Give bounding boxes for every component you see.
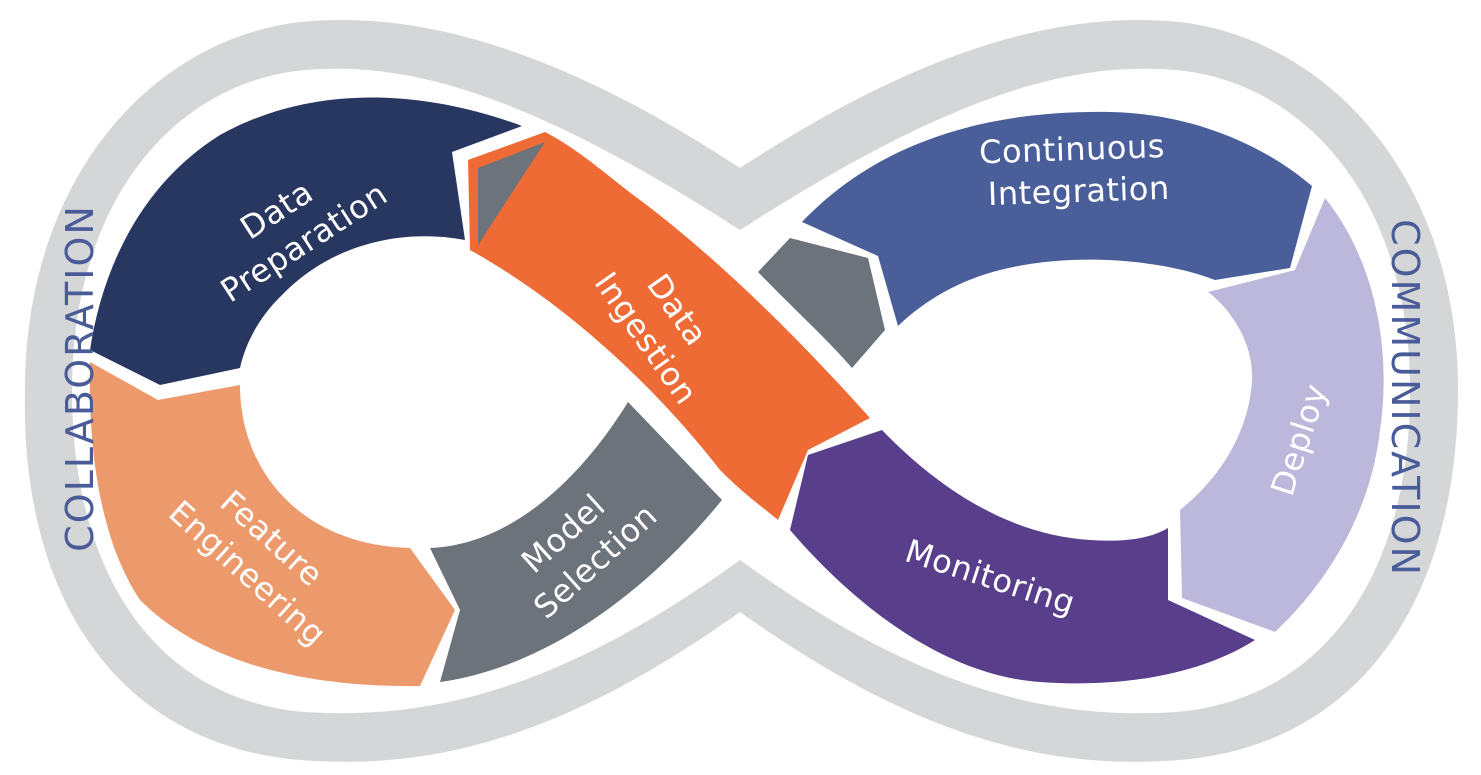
label-continuous-integration-line2: Integration (987, 169, 1170, 213)
side-label-communication: COMMUNICATION (1383, 219, 1427, 577)
label-continuous-integration-line1: Continuous (978, 127, 1165, 171)
segment-feature-engineering (89, 362, 455, 687)
side-label-collaboration: COLLABORATION (58, 204, 102, 552)
segment-data-ingestion (468, 132, 870, 520)
segment-connector (758, 238, 885, 368)
segment-monitoring (790, 430, 1255, 684)
data-ingestion-fold (478, 142, 545, 245)
segment-data-preparation (90, 97, 522, 386)
segment-model-selection (430, 402, 722, 682)
segment-continuous-integration (802, 111, 1312, 326)
segment-deploy (1180, 198, 1384, 632)
label-continuous-integration: Continuous Integration (978, 127, 1177, 214)
